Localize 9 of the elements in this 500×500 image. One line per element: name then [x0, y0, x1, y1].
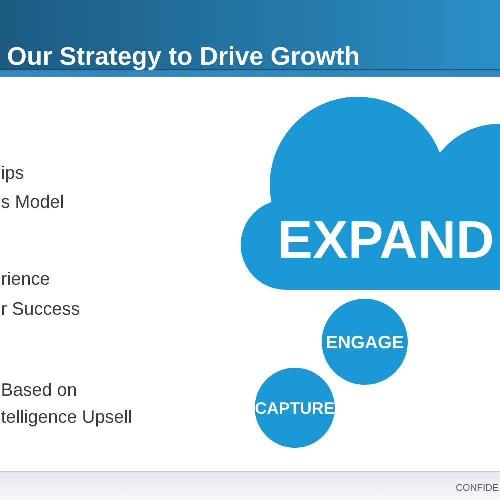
bullet-text: rience	[2, 272, 50, 286]
cloud: EXPAND	[241, 97, 500, 290]
bullet-text: s Model	[2, 194, 63, 208]
bullet-text: telligence Upsell	[1, 410, 132, 427]
bullet-text: Based on	[2, 382, 76, 396]
slide-title: Our Strategy to Drive Growth	[8, 46, 358, 70]
bullet-text: r Success	[2, 302, 80, 316]
bullet-text: ips	[2, 166, 24, 183]
footer-text: CONFIDE	[456, 484, 498, 492]
